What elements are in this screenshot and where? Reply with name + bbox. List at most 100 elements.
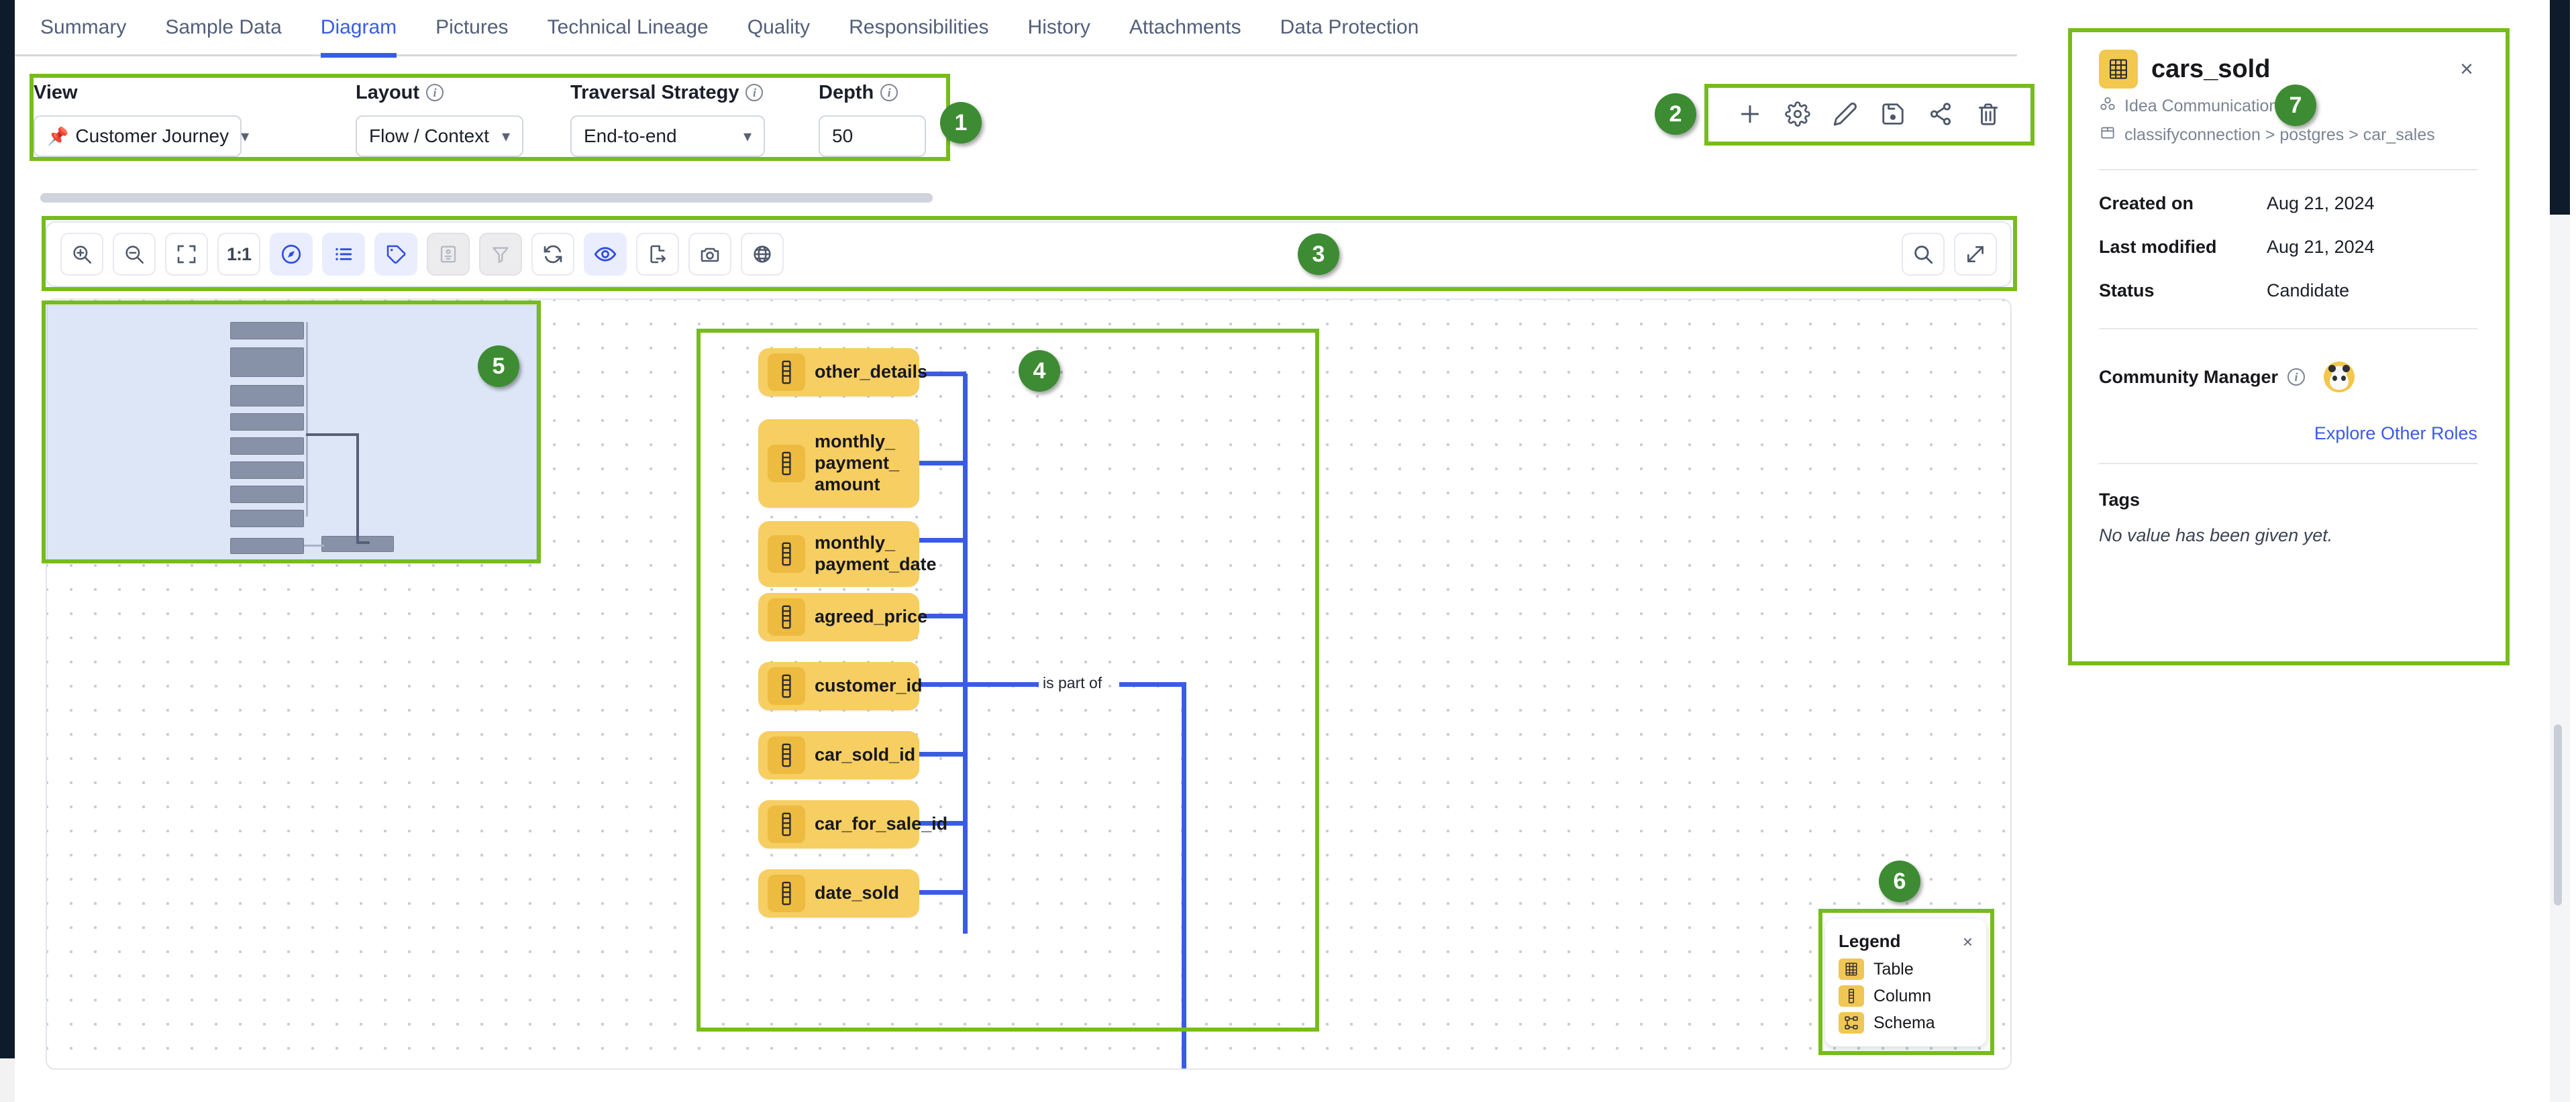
node-label: monthly_ payment_ amount <box>815 431 900 494</box>
legend-item-schema: Schema <box>1839 1012 1973 1034</box>
avatar[interactable] <box>2324 362 2355 392</box>
node-date-sold[interactable]: date_sold <box>758 869 919 918</box>
controls-horizontal-scrollbar[interactable] <box>40 193 933 203</box>
info-icon[interactable]: i <box>426 84 444 101</box>
depth-label: Depth i <box>819 79 926 106</box>
edge-label-is-part-of: is part of <box>1039 673 1106 694</box>
edge-segment <box>963 374 968 417</box>
path-text: classifyconnection > postgres > car_sale… <box>2124 125 2435 144</box>
annotation-badge-7: 7 <box>2275 85 2316 126</box>
camera-icon[interactable] <box>688 233 731 276</box>
tab-data-protection[interactable]: Data Protection <box>1280 15 1419 38</box>
info-icon[interactable]: i <box>745 84 764 101</box>
column-icon <box>1839 985 1864 1007</box>
traversal-select[interactable]: End-to-end ▾ <box>570 115 765 157</box>
breadcrumb-community[interactable]: Idea Communications / <box>2099 95 2477 117</box>
vertical-scrollbar[interactable] <box>2554 724 2562 905</box>
edge-is-part-of-v <box>1182 682 1186 1068</box>
view-select-value: Customer Journey <box>75 125 229 146</box>
node-label: other_details <box>815 362 928 382</box>
eye-icon[interactable] <box>584 233 627 276</box>
left-rail <box>0 0 15 1102</box>
divider <box>2099 463 2477 464</box>
minimap-node <box>230 322 304 339</box>
tab-history[interactable]: History <box>1027 15 1090 38</box>
export-icon[interactable] <box>636 233 679 276</box>
node-car-for-sale-id[interactable]: car_for_sale_id <box>758 800 947 848</box>
edit-pencil-icon[interactable] <box>1827 96 1863 132</box>
view-select[interactable]: 📌 Customer Journey ▾ <box>34 115 249 157</box>
right-rail-bottom <box>2550 215 2570 1102</box>
expand-icon[interactable] <box>1954 233 1997 276</box>
close-icon[interactable]: × <box>2460 56 2473 82</box>
column-icon <box>768 806 805 843</box>
diagram-minimap[interactable] <box>47 305 537 560</box>
depth-field: Depth i 50 <box>819 79 926 157</box>
tab-sample-data[interactable]: Sample Data <box>165 15 282 38</box>
node-label: date_sold <box>815 883 900 903</box>
save-floppy-icon[interactable] <box>1875 96 1911 132</box>
edge-stub <box>916 538 966 543</box>
traversal-label: Traversal Strategy i <box>570 79 765 106</box>
pin-icon: 📌 <box>47 125 69 146</box>
diagram-canvas[interactable]: is part of contains other_details monthl… <box>46 298 2012 1070</box>
legend-panel[interactable]: Legend × Table Column Schema <box>1825 919 1986 1046</box>
search-icon[interactable] <box>1902 233 1945 276</box>
table-icon <box>2099 50 2138 89</box>
zoom-in-icon[interactable] <box>60 233 103 276</box>
breadcrumb-path[interactable]: classifyconnection > postgres > car_sale… <box>2099 124 2477 146</box>
tag-icon[interactable] <box>374 233 417 276</box>
info-icon[interactable]: i <box>880 84 898 101</box>
schema-path-icon <box>2099 124 2116 146</box>
edge-stub <box>916 461 966 465</box>
tab-attachments[interactable]: Attachments <box>1129 15 1241 38</box>
edge-is-part-of-h2 <box>1119 682 1186 687</box>
node-other-details[interactable]: other_details <box>758 348 927 396</box>
annotation-badge-4: 4 <box>1019 350 1060 392</box>
tab-responsibilities[interactable]: Responsibilities <box>849 15 989 38</box>
chevron-down-icon: ▾ <box>241 127 250 146</box>
legend-title: Legend <box>1839 931 1901 951</box>
tab-quality[interactable]: Quality <box>747 15 811 38</box>
tab-summary[interactable]: Summary <box>40 15 127 38</box>
compass-icon[interactable] <box>270 233 313 276</box>
minimap-node <box>230 538 304 554</box>
close-icon[interactable]: × <box>1962 931 1973 952</box>
node-label: monthly_ payment_date <box>815 533 937 574</box>
delete-trash-icon[interactable] <box>1970 96 2006 132</box>
node-customer-id[interactable]: customer_id <box>758 662 923 710</box>
right-rail-top <box>2550 0 2570 215</box>
column-icon <box>768 353 805 391</box>
refresh-icon[interactable] <box>531 233 574 276</box>
add-button[interactable] <box>1732 96 1768 132</box>
depth-input[interactable]: 50 <box>819 115 926 157</box>
minimap-edge <box>306 433 358 436</box>
node-agreed-price[interactable]: agreed_price <box>758 593 927 641</box>
diagram-toolbar: 1:1 <box>46 221 2012 287</box>
community-icon <box>2099 95 2116 117</box>
annotation-badge-6: 6 <box>1879 861 1920 902</box>
actual-size-icon[interactable]: 1:1 <box>217 233 260 276</box>
node-label: customer_id <box>815 675 923 696</box>
tab-diagram[interactable]: Diagram <box>320 0 397 58</box>
tab-technical-lineage[interactable]: Technical Lineage <box>547 15 709 38</box>
list-icon[interactable] <box>322 233 365 276</box>
layout-select[interactable]: Flow / Context ▾ <box>356 115 523 157</box>
settings-gear-icon[interactable] <box>1780 96 1816 132</box>
legend-item-column: Column <box>1839 985 1973 1007</box>
diagram-controls: View 📌 Customer Journey ▾ Layout i Flow … <box>34 79 946 160</box>
fit-to-screen-icon[interactable] <box>165 233 208 276</box>
globe-icon[interactable] <box>741 233 784 276</box>
share-icon[interactable] <box>1922 96 1959 132</box>
node-monthly-payment-amount[interactable]: monthly_ payment_ amount <box>758 419 919 508</box>
layout-select-value: Flow / Context <box>369 125 489 146</box>
column-icon <box>768 535 805 573</box>
tab-bar: Summary Sample Data Diagram Pictures Tec… <box>15 0 2017 58</box>
node-car-sold-id[interactable]: car_sold_id <box>758 731 919 779</box>
zoom-out-icon[interactable] <box>113 233 156 276</box>
tab-pictures[interactable]: Pictures <box>435 15 509 38</box>
node-monthly-payment-date[interactable]: monthly_ payment_date <box>758 521 937 587</box>
explore-other-roles-link[interactable]: Explore Other Roles <box>2314 423 2477 443</box>
detail-key: Status <box>2099 280 2155 300</box>
info-icon[interactable]: i <box>2287 368 2306 386</box>
